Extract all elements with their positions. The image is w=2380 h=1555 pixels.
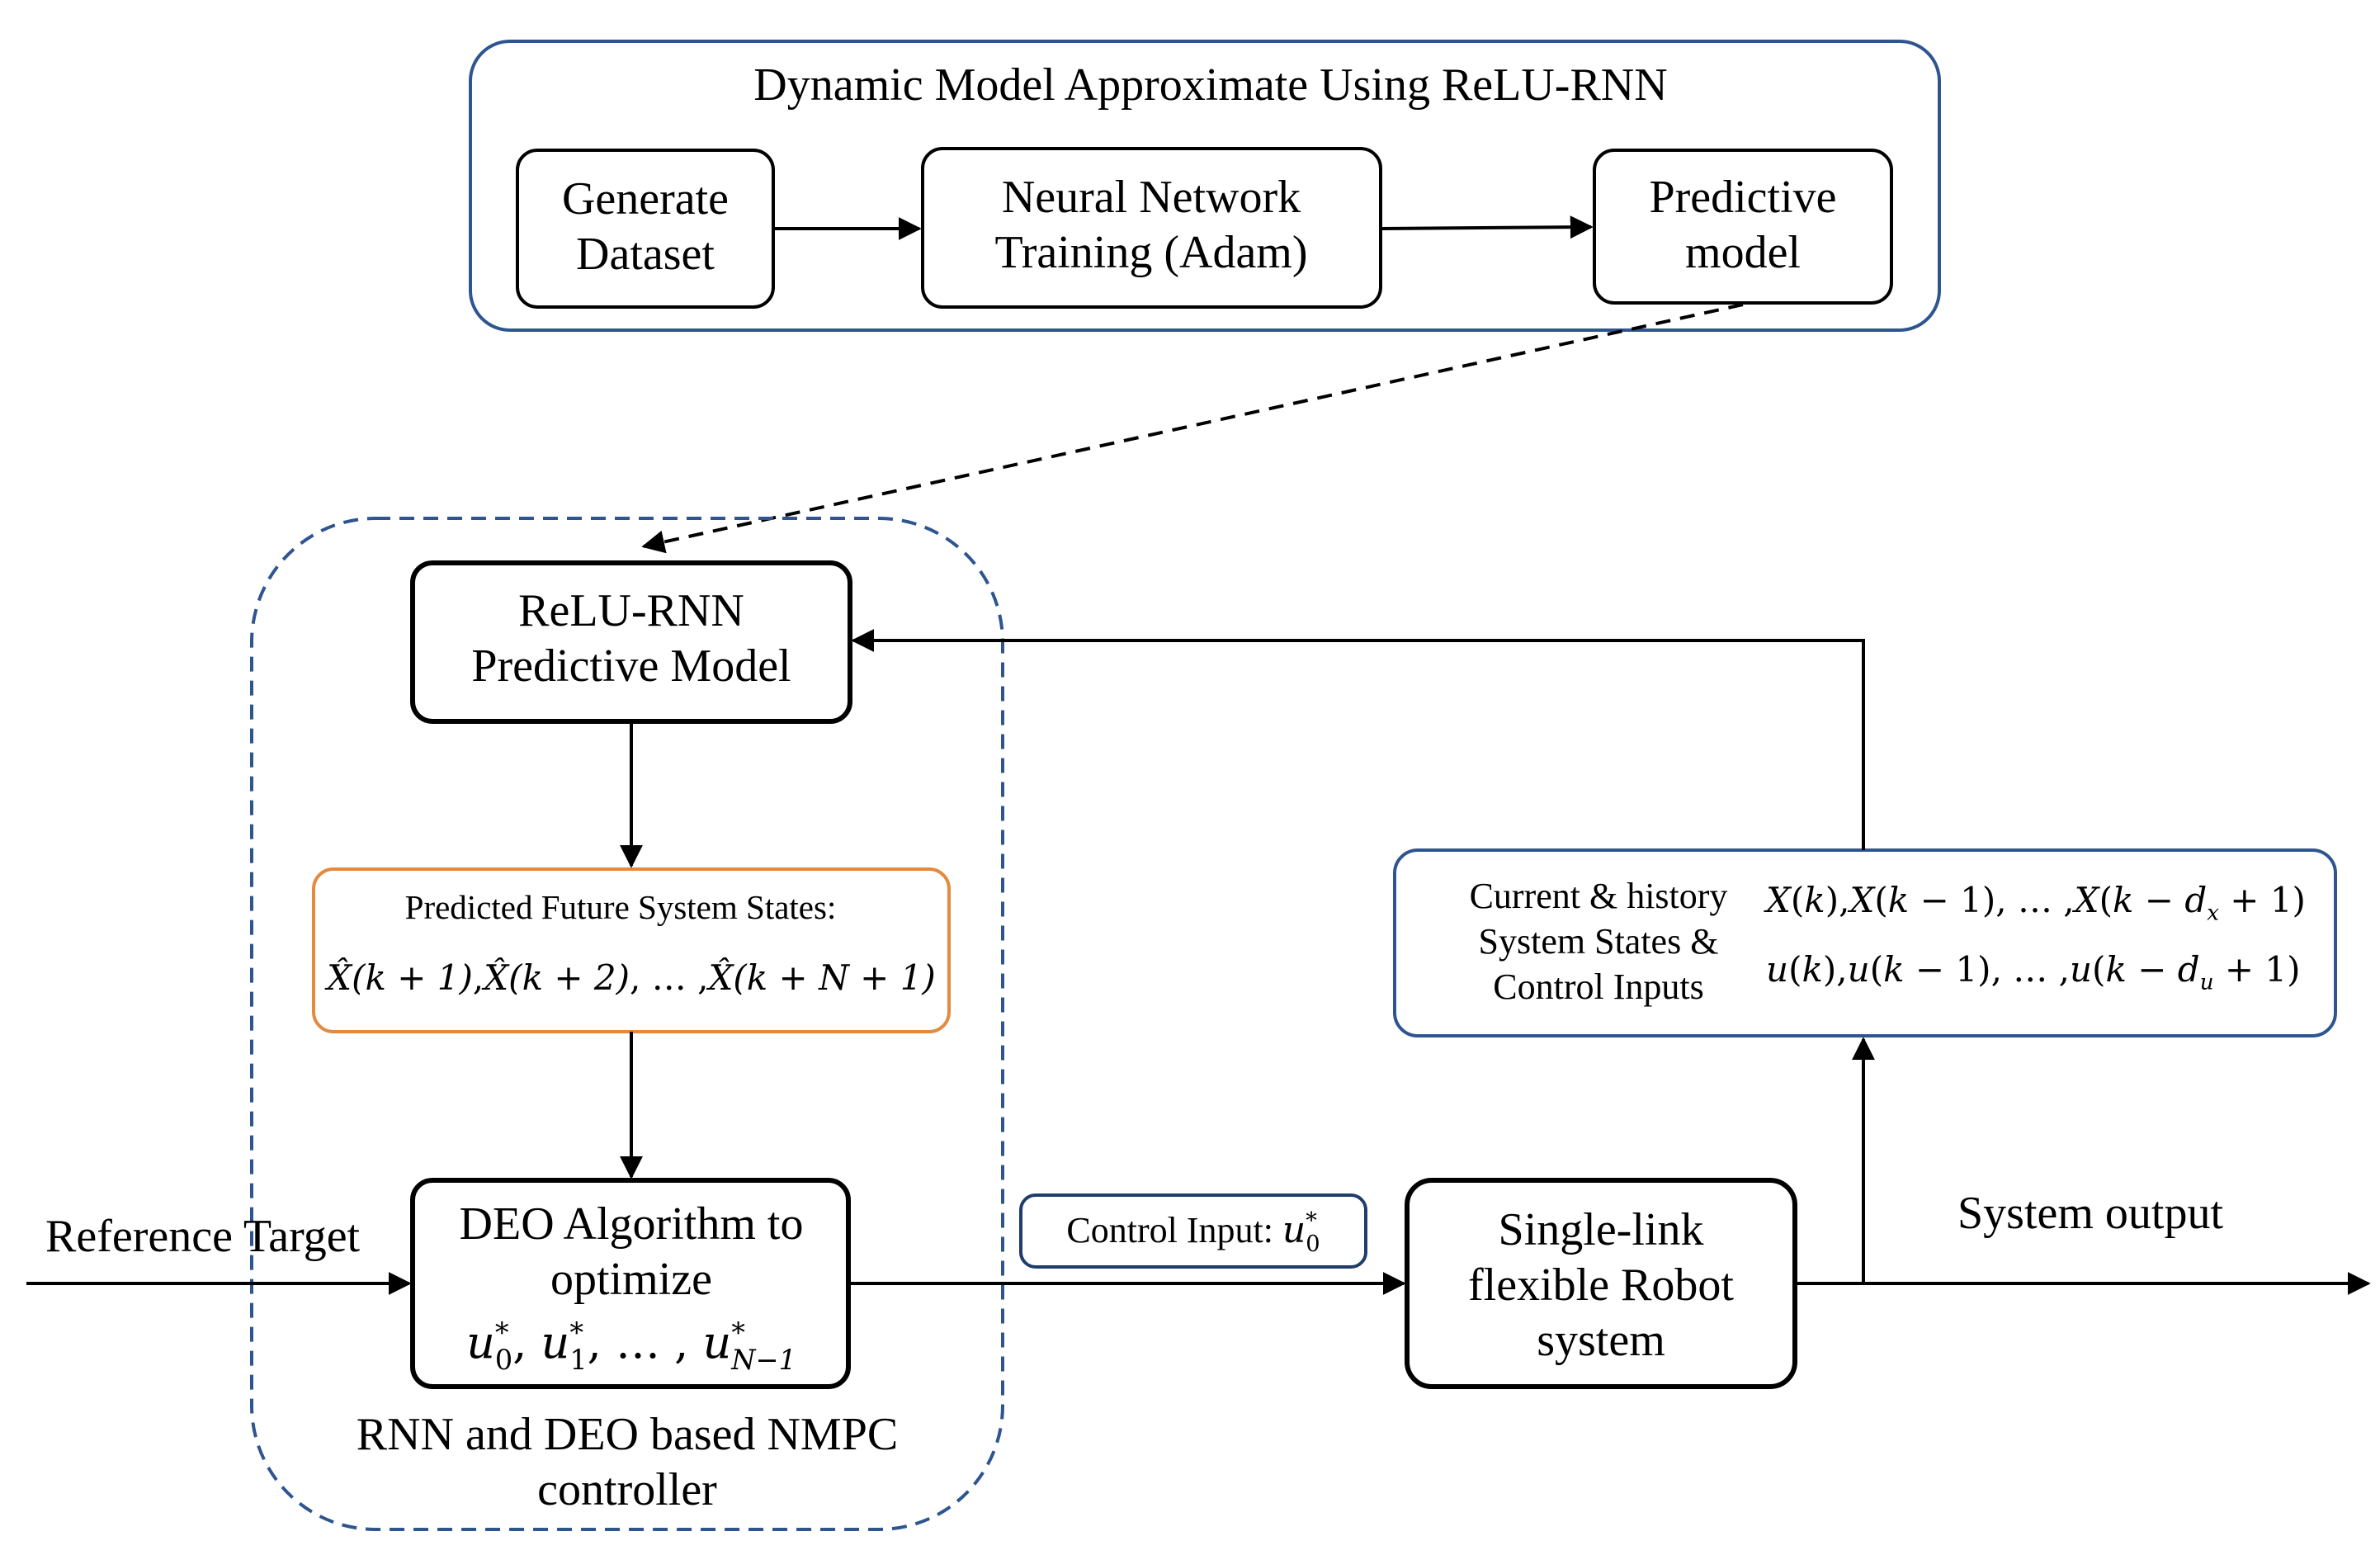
system-output-label: System output <box>1957 1188 2224 1239</box>
top-group-frame <box>469 40 1941 332</box>
feedback-line-to-rnn <box>851 629 1865 850</box>
predictive-model-box[interactable] <box>1593 149 1893 305</box>
top-group-title: Dynamic Model Approximate Using ReLU-RNN <box>753 59 1668 111</box>
reference-target-label: Reference Target <box>45 1211 361 1262</box>
predicted-states-formula: X̂(k + 1),X̂(k + 2), … ,X̂(k + N + 1) <box>327 957 936 998</box>
control-input-label: Control Input: u*0 <box>1066 1208 1320 1257</box>
deo-formula: u*0, u*1, … , u*N−1 <box>466 1316 796 1376</box>
history-x-formula: X(k),X(k − 1), … ,X(k − dx + 1) <box>1766 880 2306 926</box>
dashed-arrow-model-to-controller <box>641 303 1744 554</box>
control-input-box[interactable] <box>1019 1193 1367 1269</box>
arrow-training-to-model <box>1380 215 1594 239</box>
predicted-states-title: Predicted Future System States: <box>404 888 837 926</box>
controller-dashed-frame <box>250 517 1004 1531</box>
history-u-formula: u(k),u(k − 1), … ,u(k − du + 1) <box>1766 949 2301 995</box>
